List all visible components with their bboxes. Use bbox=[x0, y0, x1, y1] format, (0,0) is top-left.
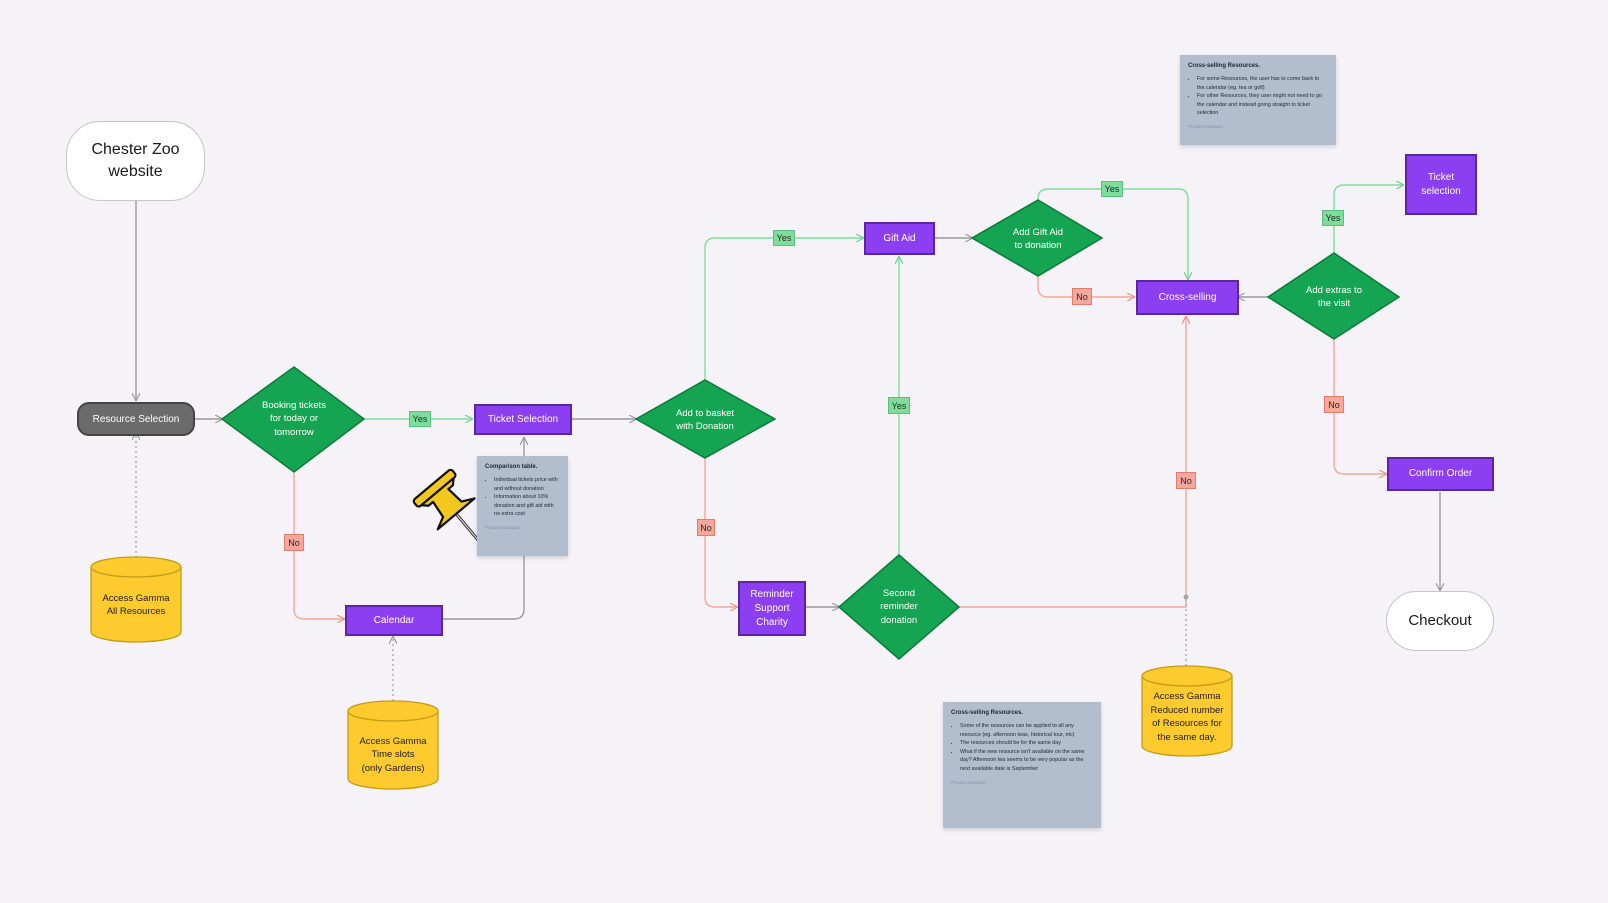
diamond-second bbox=[837, 554, 961, 660]
edge-giftaid-no bbox=[1037, 274, 1134, 297]
yes-label: Yes bbox=[409, 411, 431, 427]
add-gift-aid-decision-label: Add Gift Aid to donation bbox=[1012, 226, 1064, 252]
note-item: The resources should be for the same day bbox=[960, 739, 1093, 748]
edge-calendar-ticket bbox=[442, 438, 524, 620]
edge-extras-no bbox=[1333, 339, 1386, 474]
note-item: What if the new resource isn't available… bbox=[960, 748, 1093, 774]
note-footer: Product Manager bbox=[1188, 123, 1224, 129]
ticket-selection-node[interactable]: Ticket Selection bbox=[474, 404, 572, 435]
note-title: Comparison table. bbox=[485, 464, 538, 470]
edge-basket-yes bbox=[704, 238, 863, 380]
confirm-order-node[interactable]: Confirm Order bbox=[1387, 457, 1494, 491]
note-item: For some Resources, the user has to come… bbox=[1197, 75, 1328, 92]
no-label: No bbox=[697, 519, 715, 536]
note-cross-selling-bottom[interactable]: Cross-selling Resources. Some of the res… bbox=[943, 702, 1101, 828]
diamond-booking bbox=[220, 366, 366, 473]
cross-selling-node[interactable]: Cross-selling bbox=[1136, 280, 1239, 315]
note-item: Some of the resources can be applied to … bbox=[960, 722, 1093, 739]
no-label: No bbox=[1324, 396, 1344, 413]
note-footer: Product Manager bbox=[485, 524, 521, 530]
database-cylinders bbox=[90, 556, 1233, 790]
note-item: Individual tickets price with and withou… bbox=[494, 476, 560, 493]
note-footer: Product Manager bbox=[951, 779, 987, 785]
yes-label: Yes bbox=[1322, 210, 1344, 226]
edge-second-no bbox=[959, 317, 1186, 608]
start-node[interactable]: Chester Zoo website bbox=[66, 121, 205, 201]
note-cross-selling-top[interactable]: Cross-selling Resources. For some Resour… bbox=[1180, 55, 1336, 145]
add-basket-decision-label: Add to basket with Donation bbox=[675, 407, 735, 433]
calendar-node[interactable]: Calendar bbox=[345, 605, 443, 636]
db-time-slots-label: Access Gamma Time slots (only Gardens) bbox=[359, 735, 427, 774]
resource-selection-node[interactable]: Resource Selection bbox=[77, 402, 195, 436]
second-reminder-label: Second reminder donation bbox=[880, 587, 918, 626]
edge-booking-no bbox=[293, 472, 344, 619]
add-extras-decision-label: Add extras to the visit bbox=[1306, 284, 1362, 310]
gift-aid-node[interactable]: Gift Aid bbox=[864, 222, 935, 255]
edge-basket-no bbox=[704, 458, 737, 607]
diamond-basket bbox=[634, 379, 777, 459]
note-title: Cross-selling Resources. bbox=[1188, 63, 1261, 69]
note-item: For other Resources, they user might not… bbox=[1197, 92, 1328, 118]
db-time-slots bbox=[347, 700, 439, 790]
booking-decision-label: Booking tickets for today or tomorrow bbox=[262, 399, 326, 438]
no-label: No bbox=[1176, 472, 1196, 489]
decision-diamonds bbox=[220, 199, 1401, 660]
edge-extras-yes bbox=[1333, 185, 1403, 253]
yes-label: Yes bbox=[888, 397, 910, 414]
diamond-giftaid bbox=[970, 199, 1104, 277]
note-item: Information about 10% donation and gift … bbox=[494, 493, 560, 519]
db-reduced bbox=[1141, 665, 1233, 757]
reminder-node[interactable]: Reminder Support Charity bbox=[738, 581, 806, 636]
yes-label: Yes bbox=[1101, 181, 1123, 197]
note-title: Cross-selling Resources. bbox=[951, 710, 1024, 716]
note-comparison-table[interactable]: Comparison table. Individual tickets pri… bbox=[477, 456, 568, 556]
no-label: No bbox=[1072, 288, 1092, 305]
ticket-selection-2-node[interactable]: Ticket selection bbox=[1405, 154, 1477, 215]
db-all-resources bbox=[90, 556, 182, 643]
diamond-extras bbox=[1266, 252, 1401, 340]
db-all-resources-label: Access Gamma All Resources bbox=[102, 592, 170, 618]
db-reduced-label: Access Gamma Reduced number of Resources… bbox=[1150, 691, 1224, 743]
yes-label: Yes bbox=[773, 230, 795, 246]
no-label: No bbox=[284, 534, 304, 551]
checkout-node[interactable]: Checkout bbox=[1386, 591, 1494, 651]
